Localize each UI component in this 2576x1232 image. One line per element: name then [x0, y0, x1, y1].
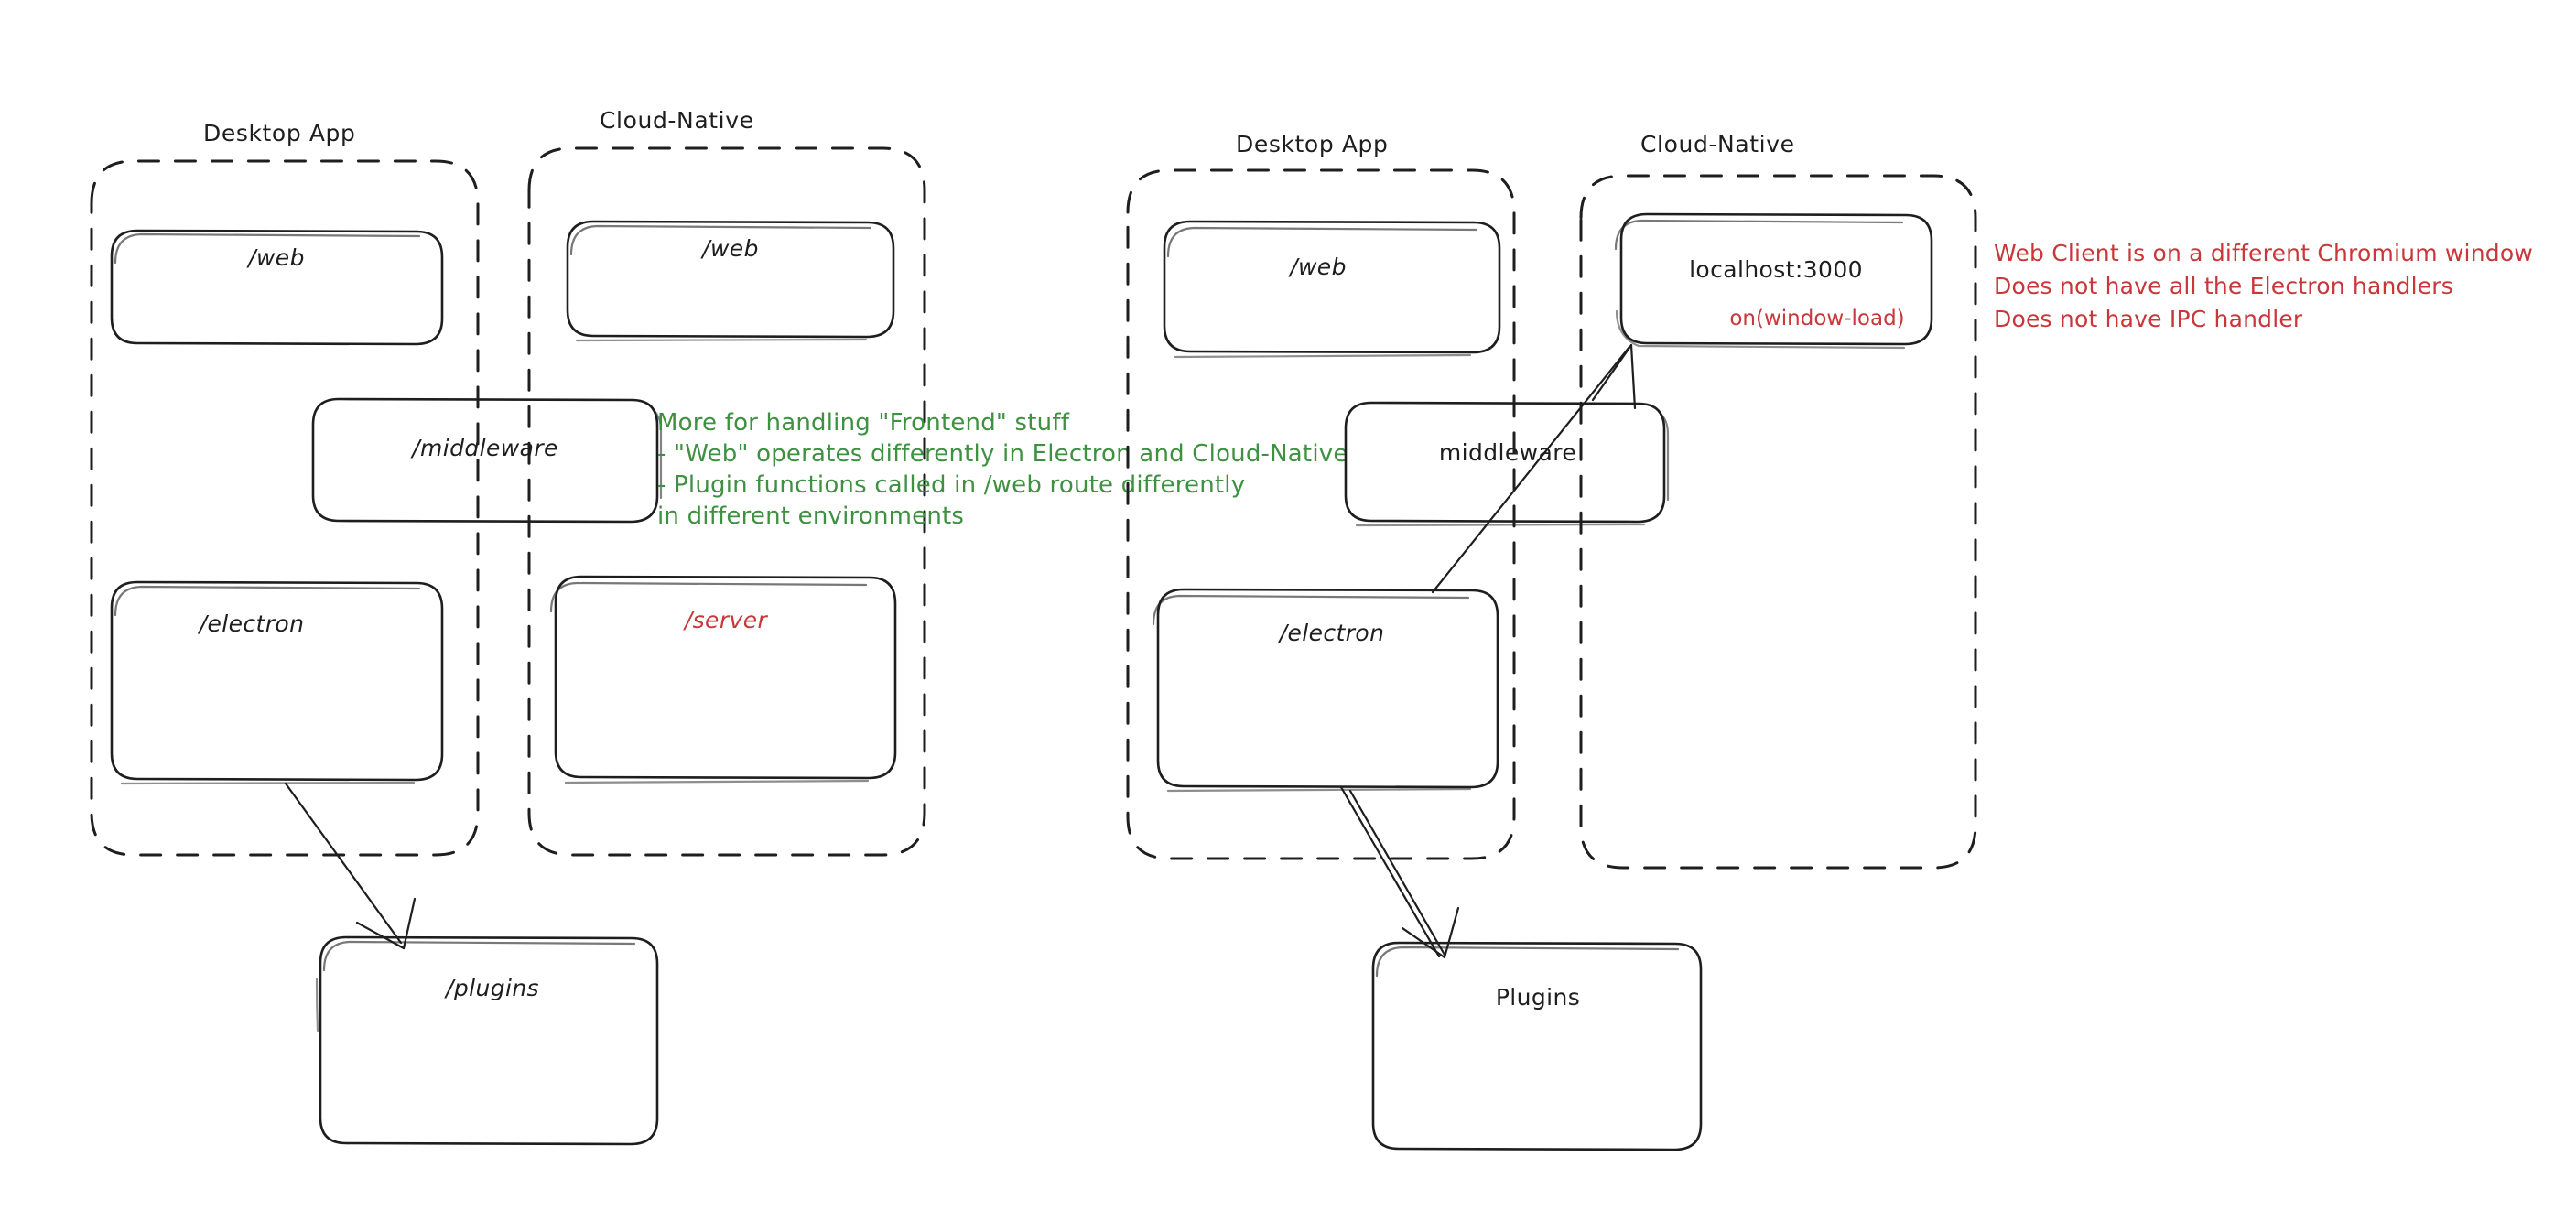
node-right-plugins[interactable]: Plugins [1371, 941, 1703, 1151]
node-label-right-localhost: localhost:3000 [1689, 256, 1863, 283]
group-left-cloud-native [527, 146, 926, 857]
red-note-line-3: Does not have IPC handler [1994, 306, 2303, 332]
node-label-left-plugins: /plugins [444, 975, 539, 1001]
node-right-localhost[interactable]: localhost:3000 on(window-load) [1614, 212, 1933, 350]
group-label-right-cloud: Cloud-Native [1640, 131, 1795, 157]
node-label-left-desktop-web: /web [246, 244, 305, 271]
node-right-electron[interactable]: /electron [1152, 588, 1499, 793]
node-left-plugins[interactable]: /plugins [315, 935, 659, 1146]
node-label-left-cloud-web: /web [700, 235, 759, 262]
annotation-green-note: More for handling "Frontend" stuff - "We… [657, 409, 1348, 530]
arrow-right-electron-to-localhost [1431, 343, 1637, 594]
node-left-desktop-web[interactable]: /web [110, 229, 444, 346]
red-note-line-1: Web Client is on a different Chromium wi… [1994, 240, 2533, 266]
node-left-middleware[interactable]: /middleware [311, 397, 663, 524]
arrow-right-electron-to-plugins [1339, 785, 1460, 959]
node-label-left-server: /server [683, 607, 769, 633]
green-note-line-2: - "Web" operates differently in Electron… [657, 440, 1348, 468]
green-note-line-3: - Plugin functions called in /web route … [657, 471, 1245, 499]
group-left-desktop-app [90, 159, 480, 857]
group-right-desktop-app [1126, 168, 1516, 860]
node-left-server[interactable]: /server [549, 575, 897, 784]
node-label-left-middleware: /middleware [410, 435, 558, 461]
arrow-left-electron-to-plugins [284, 782, 417, 950]
green-note-line-4: in different environments [657, 503, 964, 530]
group-label-left-desktop: Desktop App [203, 120, 356, 146]
node-left-electron[interactable]: /electron [110, 580, 444, 785]
green-note-line-1: More for handling "Frontend" stuff [657, 409, 1070, 437]
node-right-middleware[interactable]: middleware [1344, 401, 1670, 527]
node-label-right-desktop-web: /web [1288, 254, 1347, 280]
group-right-cloud-native [1579, 174, 1977, 870]
red-note-line-2: Does not have all the Electron handlers [1994, 273, 2453, 299]
node-left-cloud-web[interactable]: /web [566, 220, 895, 342]
node-label-left-electron: /electron [198, 611, 305, 637]
annotation-red-note: Web Client is on a different Chromium wi… [1994, 240, 2533, 332]
node-label-right-middleware: middleware [1439, 439, 1576, 466]
group-label-right-desktop: Desktop App [1236, 131, 1389, 157]
node-label-right-plugins: Plugins [1496, 984, 1580, 1010]
node-label-right-electron: /electron [1278, 620, 1385, 646]
node-sublabel-right-localhost: on(window-load) [1729, 307, 1904, 330]
group-label-left-cloud: Cloud-Native [600, 107, 754, 134]
node-right-desktop-web[interactable]: /web [1163, 220, 1501, 359]
